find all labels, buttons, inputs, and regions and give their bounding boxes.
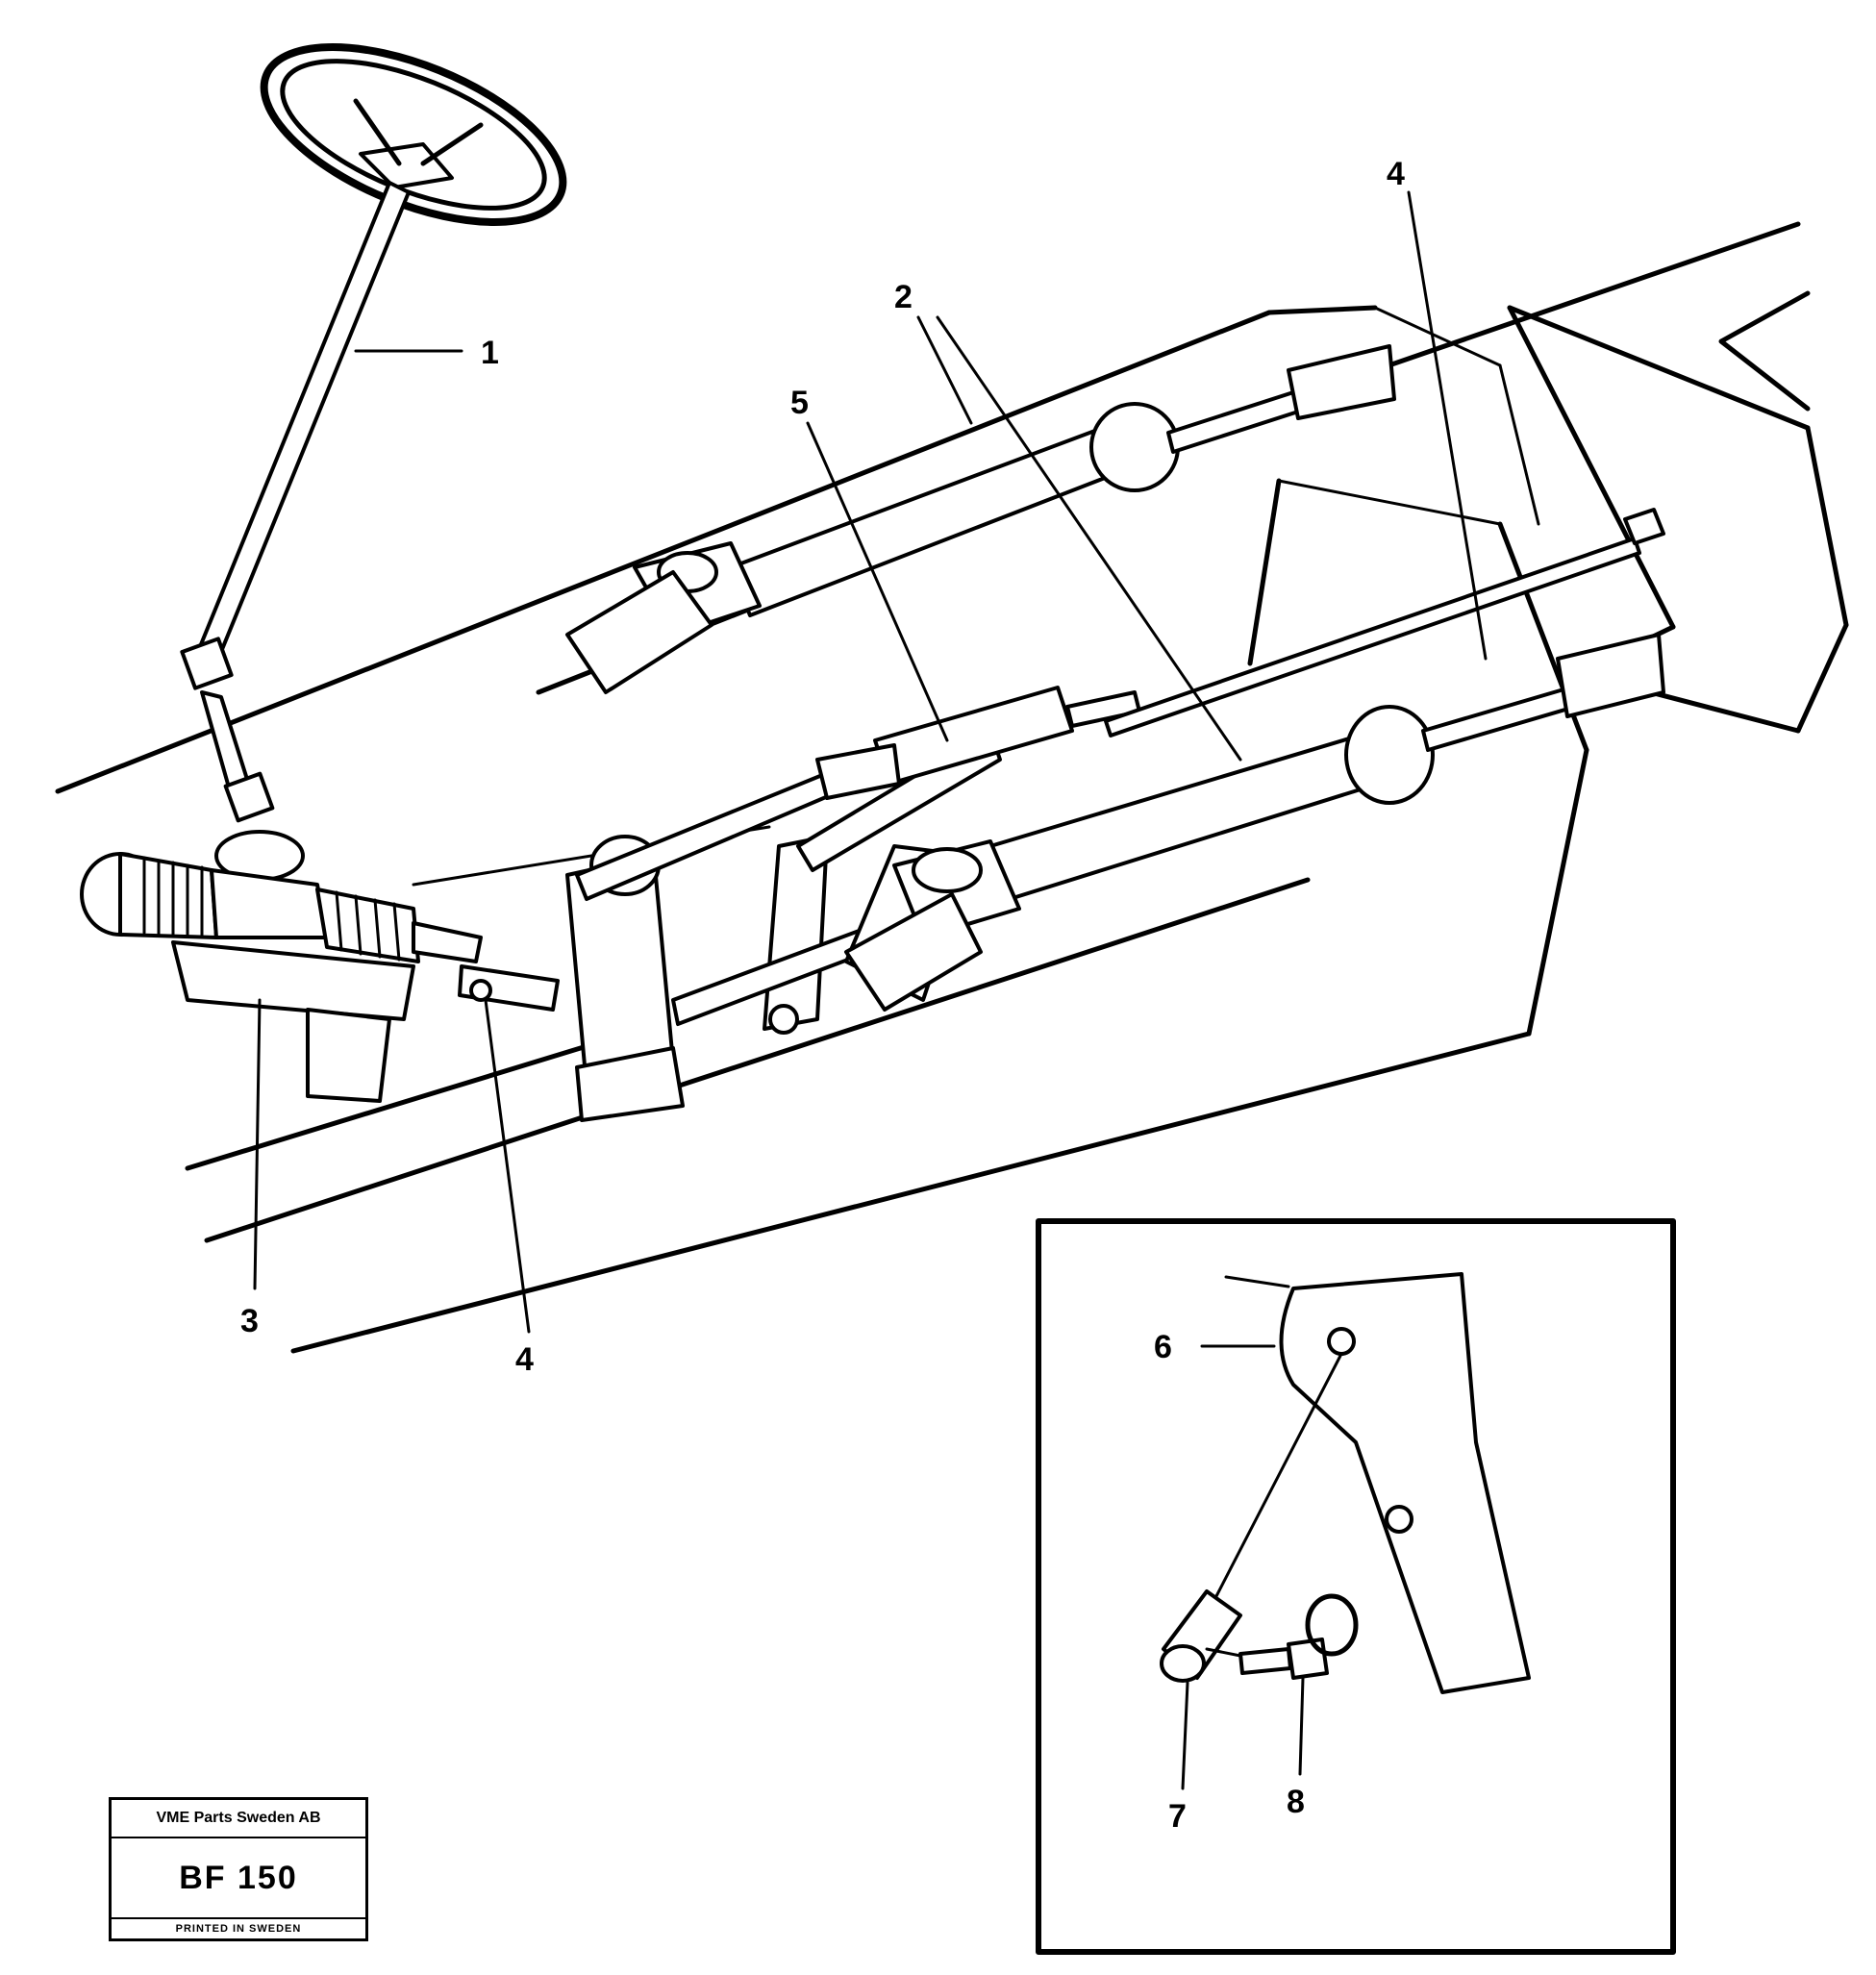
steering-cylinder-upper: [565, 344, 1396, 694]
leader-4-upper: [1407, 190, 1488, 661]
steering-wheel: [260, 43, 567, 226]
leader-2-b: [936, 315, 1242, 762]
leader-2-a: [916, 315, 973, 425]
tie-rod-upper: [1104, 508, 1665, 738]
callout-4-lower: 4: [515, 1341, 534, 1378]
stamp-company: VME Parts Sweden AB: [112, 1800, 365, 1838]
leader-3: [253, 998, 262, 1290]
callout-1: 1: [481, 335, 499, 371]
callout-8: 8: [1287, 1784, 1305, 1820]
callout-6: 6: [1154, 1329, 1172, 1365]
detail-inset: [1036, 1218, 1676, 1955]
stamp-printed: PRINTED IN SWEDEN: [112, 1917, 365, 1938]
callout-5: 5: [790, 385, 809, 421]
small-cylinder: [815, 686, 1141, 800]
leader-4-lower: [484, 998, 531, 1334]
callout-2: 2: [894, 279, 913, 315]
title-stamp: VME Parts Sweden AB BF 150 PRINTED IN SW…: [109, 1797, 368, 1941]
callout-7: 7: [1168, 1798, 1187, 1835]
steering-column: [180, 181, 411, 882]
callout-4-upper: 4: [1387, 156, 1405, 192]
steering-valve: [80, 852, 483, 1103]
stamp-code: BF 150: [179, 1859, 298, 1896]
steering-cylinder-lower: [844, 633, 1665, 1012]
leader-5: [806, 421, 949, 742]
chassis-frame: [55, 221, 1849, 1354]
callout-3: 3: [240, 1303, 259, 1339]
tie-rod-lower: [458, 964, 560, 1012]
